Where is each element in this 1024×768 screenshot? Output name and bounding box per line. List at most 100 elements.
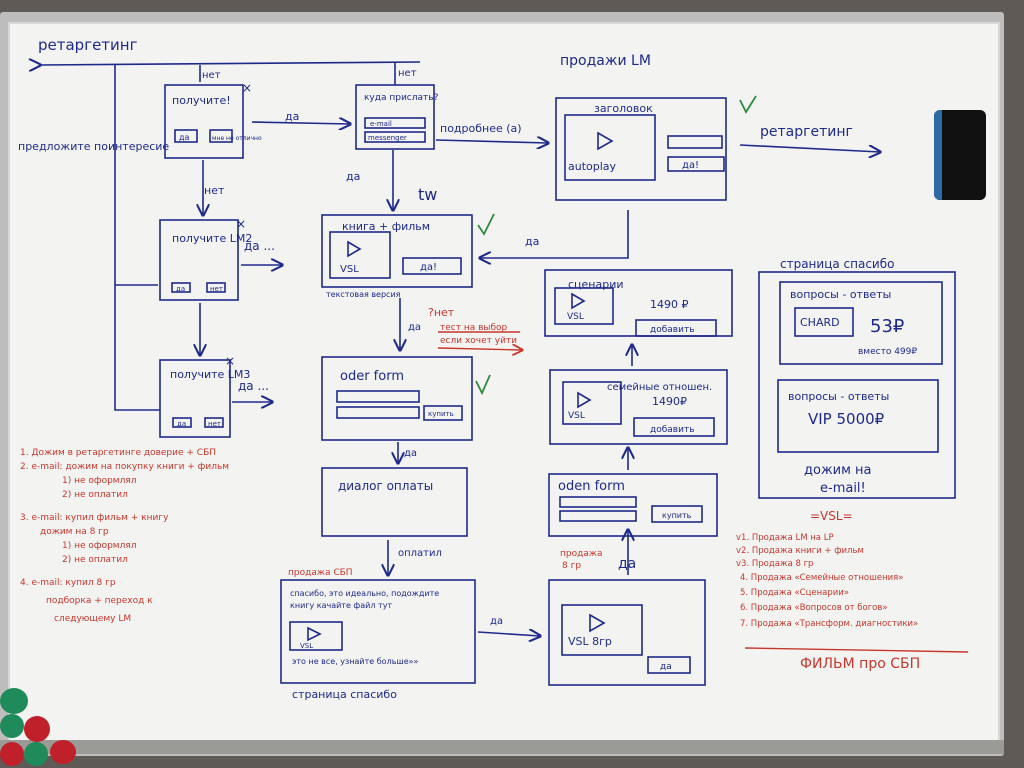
play-icon [347,240,362,258]
retargeting-right-label: ретаргетинг [760,124,853,140]
retargeting-top-label: ретаргетинг [38,36,138,54]
play-icon [577,391,592,409]
magnet-red[interactable] [24,716,50,742]
autoplay-video[interactable] [564,114,656,181]
red-note-question: ?нет [428,306,455,319]
vsl-list-item: v1. Продажа LM на LP [736,533,834,543]
where-send-title: куда прислать? [364,93,439,103]
book-film-vsl-label: VSL [340,264,359,275]
red-divider-line [744,647,969,653]
red-left-line: следующему LM [54,614,131,624]
order-form-2-title: oden form [558,479,625,494]
family-vsl-label: VSL [568,411,585,421]
red-left-line: дожим на 8 гр [40,527,109,537]
magnet-green[interactable] [0,688,28,714]
arrow-get-to-where [251,122,350,124]
order-form-2-buy-button[interactable] [651,505,703,523]
get-box [164,84,244,159]
check-icon [475,374,491,396]
lm3-title: получите LM3 [170,368,250,381]
magnet-red[interactable] [0,742,24,766]
vsl8-yes-label: да [660,662,672,672]
book-film-vsl-video[interactable] [329,231,391,279]
whiteboard [8,22,1000,746]
lm3-yes-button[interactable] [172,417,192,428]
qa1-old-price: вместо 499₽ [858,347,917,357]
get-box-title: получите! [172,94,231,107]
where-yes-label: да [285,110,299,123]
magnet-red[interactable] [50,740,76,764]
lm2-yes-button[interactable] [171,282,191,293]
email-field[interactable] [364,117,426,129]
offer-interest-label: предложите поинтересие [18,140,169,153]
get-box-no-label: мне не отлично [212,135,262,142]
order-form-1-buy-label: купить [428,410,454,418]
scenarios-add-button[interactable] [635,319,717,337]
family-vsl-video[interactable] [562,381,622,425]
get-box-no-button[interactable] [209,129,233,143]
vsl8-video[interactable] [561,604,643,656]
tw-label: tw [418,185,437,204]
sbp-vsl-label: VSL [300,642,313,650]
vsl8-box [548,579,706,686]
vsl-list-item: 7. Продажа «Трансформ. диагностики» [740,619,918,629]
red-left-line: 2) не оплатил [62,555,128,565]
play-icon [589,613,606,633]
scenarios-title: сценарии [568,278,624,291]
vsl8-yes-button[interactable] [647,656,691,674]
magnet-green[interactable] [0,714,24,738]
whiteboard-eraser[interactable] [934,110,986,200]
scenarios-add-label: добавить [650,325,695,335]
magnet-green[interactable] [24,742,48,766]
more-label: подробнее (а) [440,122,522,135]
vsl-list-item: 4. Продажа «Семейные отношения» [740,573,904,583]
order-field-1[interactable] [336,390,420,403]
red-left-line: 2. e-mail: дожим на покупку книги + филь… [20,462,229,472]
thanks-footer-1: дожим на [804,463,872,478]
retargeting-line [40,62,421,65]
payment-yes-label: да [404,448,417,459]
qa1-price: 53₽ [870,316,904,337]
qa1-badge-box [794,307,854,337]
lm-page-box [555,97,727,201]
sbp-video[interactable] [289,621,343,651]
order2-field-2[interactable] [559,510,637,522]
arrow-lm-to-book [480,210,629,258]
play-icon [597,131,614,151]
vsl-list-item: 6. Продажа «Вопросов от богов» [740,603,888,613]
qa1-title: вопросы - ответы [790,288,891,301]
qa1-badge: CHARD [800,316,840,329]
scenarios-price: 1490 ₽ [650,298,689,311]
thanks-page-title: страница спасибо [780,257,894,271]
play-icon [571,292,586,310]
scenarios-vsl-video[interactable] [554,287,614,325]
red-left-line: 1) не оформлял [62,541,137,551]
book-film-box [321,214,473,288]
arrow-where-to-lm-page [435,140,548,143]
lm3-yes-arrow-label: да ... [238,379,269,393]
lm-page-header: заголовок [594,102,653,115]
where-to-book-yes-label: да [346,170,360,183]
red-left-line: 3. e-mail: купил фильм + книгу [20,513,169,523]
book-film-yes-button[interactable] [402,257,462,275]
close-icon: × [225,354,235,368]
order-form-2-box [548,473,718,537]
order-form-1-buy-button[interactable] [423,405,463,421]
order2-field-1[interactable] [559,496,637,508]
family-add-button[interactable] [633,417,715,437]
family-price: 1490₽ [652,395,687,408]
lm3-no-button[interactable] [204,417,224,428]
red-left-line: подборка + переход к [46,596,153,606]
sbp-text-1: спасибо, это идеально, подождите [290,589,439,598]
sbp-caption: страница спасибо [292,688,397,701]
check-icon [739,95,757,114]
lm-yes-button[interactable] [667,156,725,172]
lm-input[interactable] [667,135,723,149]
order-field-2[interactable] [336,406,420,419]
messenger-field[interactable] [364,131,426,143]
lm2-no-button[interactable] [206,282,226,293]
order-form-1-title: oder form [340,369,404,384]
sales-lm-title: продажи LM [560,53,651,69]
vsl8-top-label-1: продажа [560,549,602,559]
get-box-yes-button[interactable] [174,129,198,143]
